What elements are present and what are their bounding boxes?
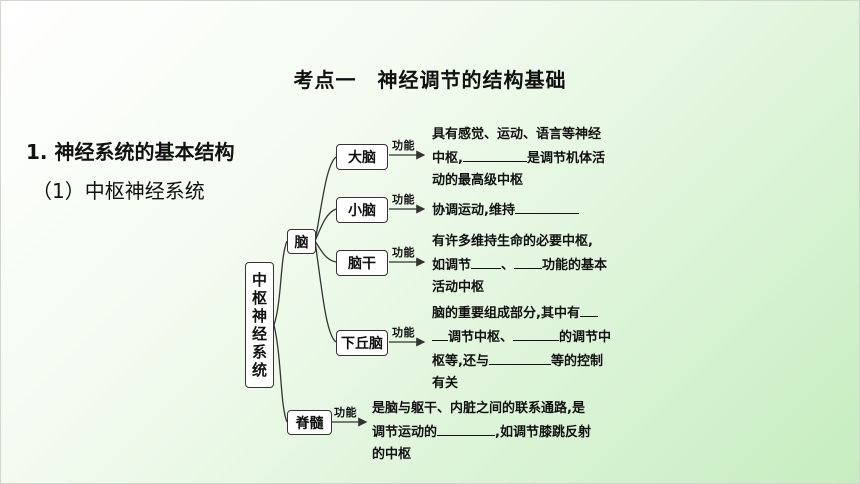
function-label-brainstem: 功能 bbox=[392, 246, 415, 259]
desc-hypothalamus: 脑的重要组成部分,其中有 调节中枢、的调节中 枢等,还与等的控制 有关 bbox=[432, 301, 611, 395]
fill-blank[interactable] bbox=[514, 198, 579, 214]
fill-blank[interactable] bbox=[462, 146, 527, 162]
node-spinal-cord: 脊髓 bbox=[287, 410, 332, 435]
connector-brain-cerebrum bbox=[314, 156, 337, 242]
node-cerebrum: 大脑 bbox=[336, 144, 388, 170]
connector-brain-cerebellum bbox=[314, 208, 337, 242]
section-heading: 1. 神经系统的基本结构 bbox=[26, 136, 234, 165]
fill-blank[interactable] bbox=[514, 253, 543, 269]
fill-blank[interactable] bbox=[513, 325, 560, 341]
fill-blank[interactable] bbox=[488, 349, 551, 365]
fill-blank[interactable] bbox=[471, 253, 502, 269]
section-number: 1 bbox=[26, 140, 40, 164]
connector-root-spinal bbox=[273, 324, 288, 423]
node-hypothalamus: 下丘脑 bbox=[336, 330, 388, 356]
fill-blank[interactable] bbox=[432, 325, 448, 341]
node-central-nervous-system: 中 枢 神 经 系 统 bbox=[245, 262, 274, 388]
node-brain: 脑 bbox=[287, 229, 316, 254]
connector-brain-brainstem bbox=[314, 240, 337, 263]
desc-cerebrum: 具有感觉、运动、语言等神经 中枢,是调节机体活 动的最高级中枢 bbox=[432, 127, 605, 188]
node-cerebellum: 小脑 bbox=[336, 197, 388, 223]
fill-blank[interactable] bbox=[437, 420, 496, 436]
slide-title: 考点一 神经调节的结构基础 bbox=[293, 68, 567, 92]
function-label-cerebrum: 功能 bbox=[392, 139, 415, 152]
desc-spinal-cord: 是脑与躯干、内脏之间的联系通路,是 调节运动的,如调节膝跳反射 的中枢 bbox=[372, 401, 591, 462]
connector-brain-hypothalamus bbox=[314, 240, 337, 343]
desc-cerebellum: 协调运动,维持 bbox=[432, 198, 579, 222]
section-heading-text: . 神经系统的基本结构 bbox=[39, 140, 235, 164]
connector-root-brain bbox=[273, 240, 288, 326]
function-label-cerebellum: 功能 bbox=[392, 193, 415, 206]
function-label-spinal: 功能 bbox=[334, 406, 357, 419]
subsection-heading: （1）中枢神经系统 bbox=[32, 179, 205, 203]
desc-brainstem: 有许多维持生命的必要中枢, 如调节、功能的基本 活动中枢 bbox=[432, 234, 608, 295]
node-brainstem: 脑干 bbox=[336, 250, 388, 276]
fill-blank[interactable] bbox=[579, 301, 598, 317]
function-label-hypothalamus: 功能 bbox=[392, 326, 415, 339]
